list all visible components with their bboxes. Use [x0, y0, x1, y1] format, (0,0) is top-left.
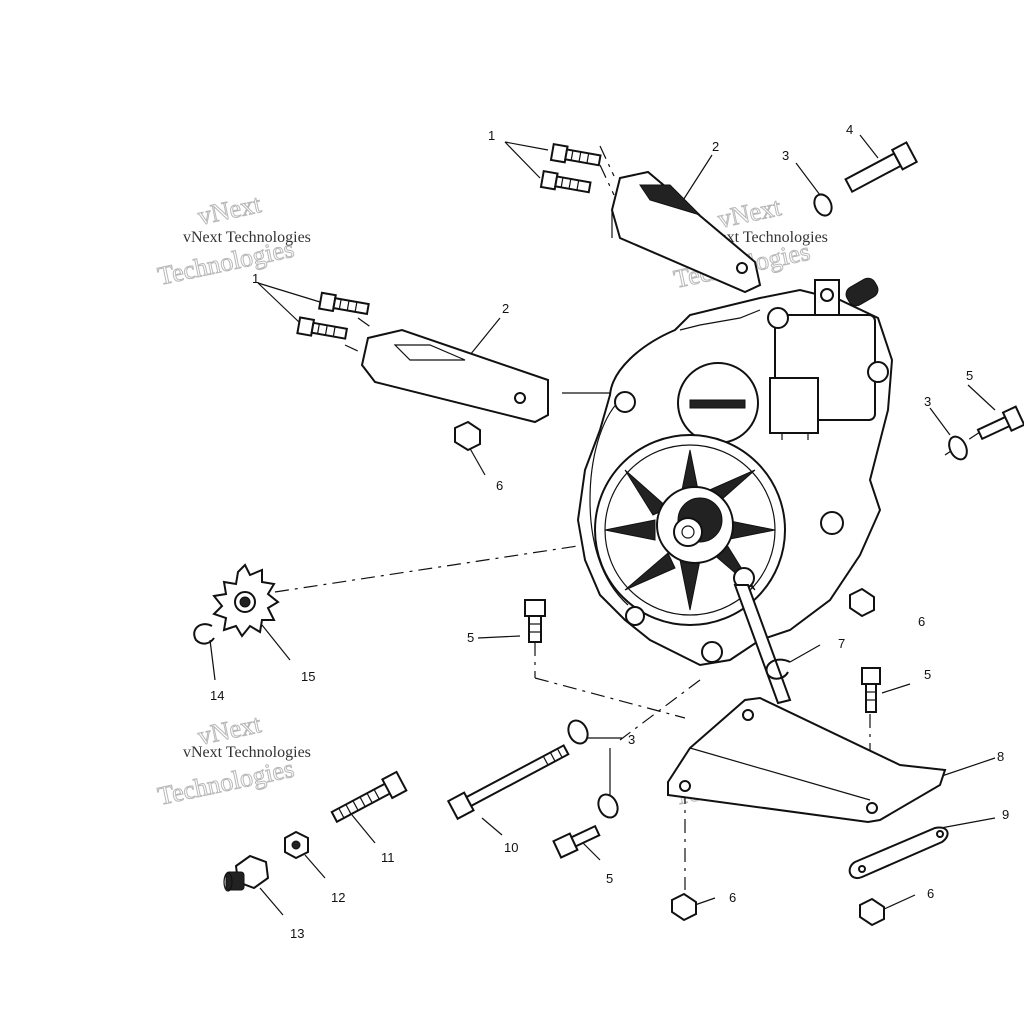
bolt-part-5-bracket: [861, 667, 881, 713]
lower-mount-tab: [733, 584, 792, 705]
bolt-5-to-bracket-line: [534, 677, 686, 719]
callout-6d: 6: [927, 886, 934, 901]
washer-part-3-lower-b: [597, 793, 619, 819]
callout-7: 7: [838, 636, 845, 651]
bolt-part-1-lower: [296, 291, 370, 340]
watermark-top-left: vNext Technologies vNext Technologies: [155, 189, 311, 292]
callout-5a: 5: [966, 368, 973, 383]
circlip-part-14: [193, 623, 215, 645]
callout-4: 4: [846, 122, 853, 137]
callout-15: 15: [301, 669, 315, 684]
callout-10: 10: [504, 840, 518, 855]
callout-13: 13: [290, 926, 304, 941]
bolt-part-5-mid: [524, 599, 546, 643]
spark-plug: [814, 279, 840, 316]
washer-part-3-lower-a: [567, 719, 589, 745]
bolt-part-10: [446, 744, 570, 821]
sprocket-part-15: [212, 563, 280, 638]
mount-bracket-part-2-lower: [360, 328, 549, 424]
fitting-part-13: [223, 854, 270, 892]
nut-part-6-upper: [454, 420, 481, 452]
leader-lines: [209, 134, 996, 916]
callout-8: 8: [997, 749, 1004, 764]
callout-14: 14: [210, 688, 224, 703]
clip-part-7: [765, 658, 791, 680]
nut-part-12: [284, 830, 309, 860]
bolt-axis-line-1: [599, 145, 615, 177]
callout-6c: 6: [729, 890, 736, 905]
spark-plug-cap: [845, 277, 879, 307]
callout-5b: 5: [467, 630, 474, 645]
callout-5d: 5: [606, 871, 613, 886]
washer-axis-line: [619, 679, 701, 741]
sprocket-axis-line: [274, 534, 651, 593]
bolt-axis-line-2: [599, 164, 615, 196]
mount-plate-part-8: [667, 696, 947, 824]
washer-part-3-right: [948, 435, 968, 461]
bolt-part-1-upper: [539, 142, 602, 194]
mount-bracket-part-2-upper: [610, 170, 762, 294]
callout-1a: 1: [488, 128, 495, 143]
bolt-part-5-bottom: [552, 824, 601, 859]
engine-assembly: [576, 277, 894, 705]
callout-6b: 6: [918, 614, 925, 629]
nut-part-6-bottom-center: [671, 892, 697, 922]
watermark-big-line1: vNext: [715, 192, 784, 234]
watermark-big-line1: vNext: [195, 189, 264, 231]
ignition-coil: [769, 377, 819, 434]
callout-3c: 3: [628, 732, 635, 747]
bolt-part-4: [844, 141, 919, 194]
watermark-big-line2: Technologies: [155, 754, 296, 811]
callout-3a: 3: [782, 148, 789, 163]
bolt-part-5-right: [976, 405, 1024, 441]
callout-11: 11: [381, 850, 395, 865]
output-shaft: [673, 517, 703, 547]
bolt-part-11: [330, 770, 408, 824]
callout-2a: 2: [712, 139, 719, 154]
bolt-axis-line-3: [357, 317, 373, 329]
callout-2b: 2: [502, 301, 509, 316]
callout-1b: 1: [252, 271, 259, 286]
watermark-caption: vNext Technologies: [183, 744, 311, 761]
washer-part-3-top: [813, 193, 833, 217]
callout-labels: 1 1 2 2 3 3 3 4 5 5 5 5 6 6 6 6 7 8 9 10…: [210, 122, 1009, 941]
callout-5c: 5: [924, 667, 931, 682]
nut-part-6-right: [849, 587, 875, 618]
bolt-axis-line-4: [344, 344, 361, 353]
callout-12: 12: [331, 890, 345, 905]
watermark-caption: vNext Technologies: [183, 229, 311, 246]
nut-part-6-bottom-right: [859, 897, 885, 927]
watermark-bottom-left: vNext Technologies vNext Technologies: [155, 709, 311, 812]
callout-3b: 3: [924, 394, 931, 409]
callout-6a: 6: [496, 478, 503, 493]
callout-9: 9: [1002, 807, 1009, 822]
strap-part-9: [848, 826, 949, 880]
